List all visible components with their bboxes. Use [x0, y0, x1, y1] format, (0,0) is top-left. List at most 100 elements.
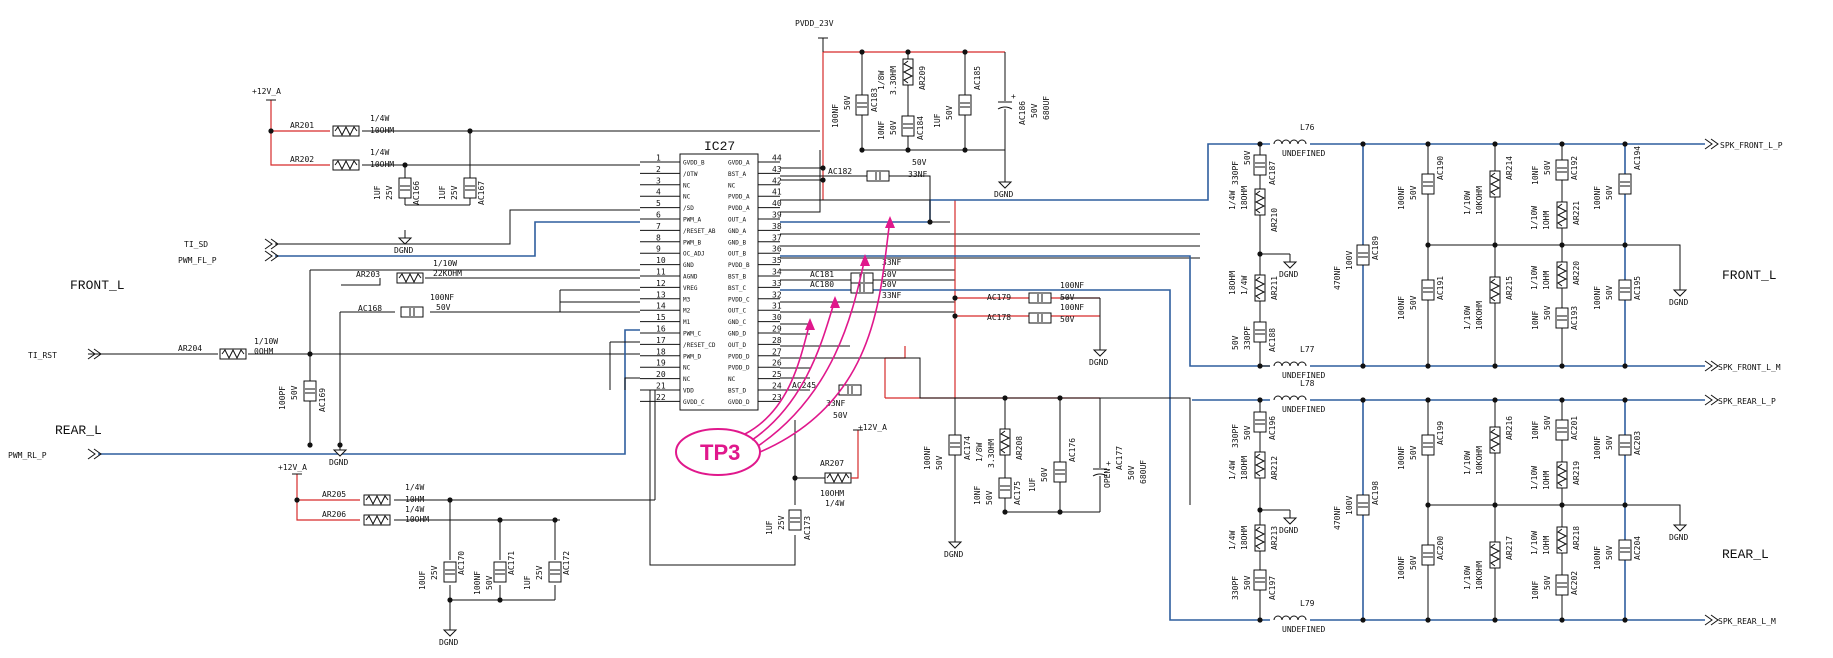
label-ac170-v1: 10UF: [418, 571, 427, 590]
label-ar212-ref: AR212: [1270, 456, 1279, 480]
junction-dot: [1257, 617, 1263, 623]
label-ar221-v1: 1/10W: [1530, 206, 1539, 230]
label-ac166-v1: 1UF: [373, 185, 382, 200]
label-ar207-v1: 10OHM: [820, 489, 844, 498]
capacitor-ac180: [850, 282, 874, 294]
capacitor-ac203: [1618, 434, 1632, 456]
ic-pin-number: 16: [656, 325, 666, 334]
label-ar208-v1: 1/8W: [975, 443, 984, 462]
capacitor-ac173: [788, 509, 802, 531]
ic-pin-number: 29: [772, 325, 782, 334]
label-ac204-v1: 100NF: [1593, 546, 1602, 570]
label-ac174-v1: 100NF: [923, 446, 932, 470]
label-ar202-v1: 1/4W: [370, 148, 389, 157]
label-ac175-ref: AC175: [1013, 481, 1022, 505]
ic-pin-number: 18: [656, 347, 666, 356]
ic-pin-number: 23: [772, 393, 782, 402]
port-arrow: [87, 348, 102, 360]
junction-dot: [927, 219, 933, 225]
label-ac178-v1: 100NF: [1060, 303, 1084, 312]
junction-dot: [962, 147, 968, 153]
capacitor-ac199: [1421, 434, 1435, 456]
label-ar203-ref: AR203: [356, 270, 380, 279]
label-ar219-ref: AR219: [1572, 461, 1581, 485]
ic-pin-name: /OTW: [683, 171, 698, 178]
capacitor-ac169: [303, 380, 317, 402]
capacitor-ac194: [1618, 173, 1632, 195]
capacitor-ac187: [1253, 154, 1267, 176]
label-ac191-v1: 100NF: [1397, 296, 1406, 320]
junction-dot: [1492, 141, 1498, 147]
label-ar209-v1: 1/8W: [877, 71, 886, 90]
resistor-ar202: [332, 159, 360, 171]
ic-pin-name: OUT_C: [728, 308, 746, 315]
label-ac245-v1: 33NF: [826, 399, 845, 408]
label-ar206-v2: 10OHM: [405, 515, 429, 524]
capacitor-ac166: [398, 177, 412, 199]
label-ac170-ref: AC170: [457, 551, 466, 575]
ic-pin-number: 30: [772, 313, 782, 322]
ic-pin-name: GVDD_D: [728, 399, 750, 406]
ic-pin-name: OUT_A: [728, 217, 746, 224]
label-ar206-v1: 1/4W: [405, 505, 424, 514]
label-ac170-v2: 25V: [430, 565, 439, 580]
label-ac187-ref: AC187: [1268, 161, 1277, 185]
label-spk-rear-p: SPK_REAR_L_P: [1718, 397, 1776, 406]
junction-dot: [1559, 141, 1565, 147]
ic-pin-number: 24: [772, 382, 782, 391]
ic-pin-name: NC: [683, 194, 691, 201]
label-ar218-ref: AR218: [1572, 526, 1581, 550]
ic-pin-number: 8: [656, 233, 661, 242]
ic-pin-number: 6: [656, 211, 661, 220]
label-ac181-ref: AC181: [810, 270, 834, 279]
label-ar213-v1: 1/4W: [1228, 531, 1237, 550]
label-ac187-v2: 50V: [1243, 150, 1252, 165]
label-ar217-ref: AR217: [1505, 536, 1514, 560]
ground-symbol: DGND: [1669, 517, 1688, 542]
label-ac192-v2: 50V: [1543, 160, 1552, 175]
capacitor-ac201: [1555, 419, 1569, 441]
ic-pin-name: PVDD_D: [728, 365, 750, 372]
junction-dot: [1257, 397, 1263, 403]
resistor-ar219: [1556, 461, 1568, 489]
label-ac193-v1: 10NF: [1531, 311, 1540, 330]
label-ac181-v1: 33NF: [882, 258, 901, 267]
label-ar211-v1: 18OHM: [1228, 271, 1237, 295]
junction-dot: [1002, 509, 1008, 515]
ic-pin-name: M3: [683, 296, 691, 303]
junction-dot: [1257, 363, 1263, 369]
label-ar207-ref: AR207: [820, 459, 844, 468]
ic-pin-number: 34: [772, 268, 782, 277]
label-ar209-v2: 3.3OHM: [889, 66, 898, 95]
label-spk-rear-m: SPK_REAR_L_M: [1718, 617, 1776, 626]
label-ar221-v2: 1OHM: [1542, 211, 1551, 230]
label-ac204-v2: 50V: [1605, 545, 1614, 560]
ic-pin-name: /RESET_AB: [683, 228, 716, 235]
label-pwm-rl: PWM_RL_P: [8, 451, 47, 460]
label-ac171-v2: 50V: [485, 575, 494, 590]
label-ac171-ref: AC171: [507, 551, 516, 575]
label-ar220-v1: 1/10W: [1530, 266, 1539, 290]
port-arrow: [1704, 394, 1719, 406]
capacitor-ac168: [400, 306, 424, 318]
resistor-ar220: [1556, 261, 1568, 289]
label-ac179-v2: 50V: [1060, 293, 1075, 302]
ground-label: DGND: [1279, 526, 1298, 535]
capacitor-ac174: [948, 434, 962, 456]
ground-label: DGND: [994, 190, 1013, 199]
junction-dot: [552, 517, 558, 523]
capacitor-ac178: [1028, 312, 1052, 324]
junction-dot: [952, 313, 958, 319]
ic-pin-number: 21: [656, 382, 666, 391]
ic-pin-number: 31: [772, 302, 782, 311]
net-12v-a-top: +12V_A: [252, 87, 281, 96]
label-ar210-ref: AR210: [1270, 208, 1279, 232]
label-ac193-v2: 50V: [1543, 305, 1552, 320]
ground-label: DGND: [329, 458, 348, 467]
resistor-ar210: [1254, 188, 1266, 216]
label-ac174-ref: AC174: [963, 436, 972, 460]
ground-symbol: DGND: [394, 230, 413, 255]
ic-pin-name: PWM_A: [683, 217, 701, 224]
junction-dot: [294, 497, 300, 503]
ic27-name: IC27: [704, 139, 735, 154]
